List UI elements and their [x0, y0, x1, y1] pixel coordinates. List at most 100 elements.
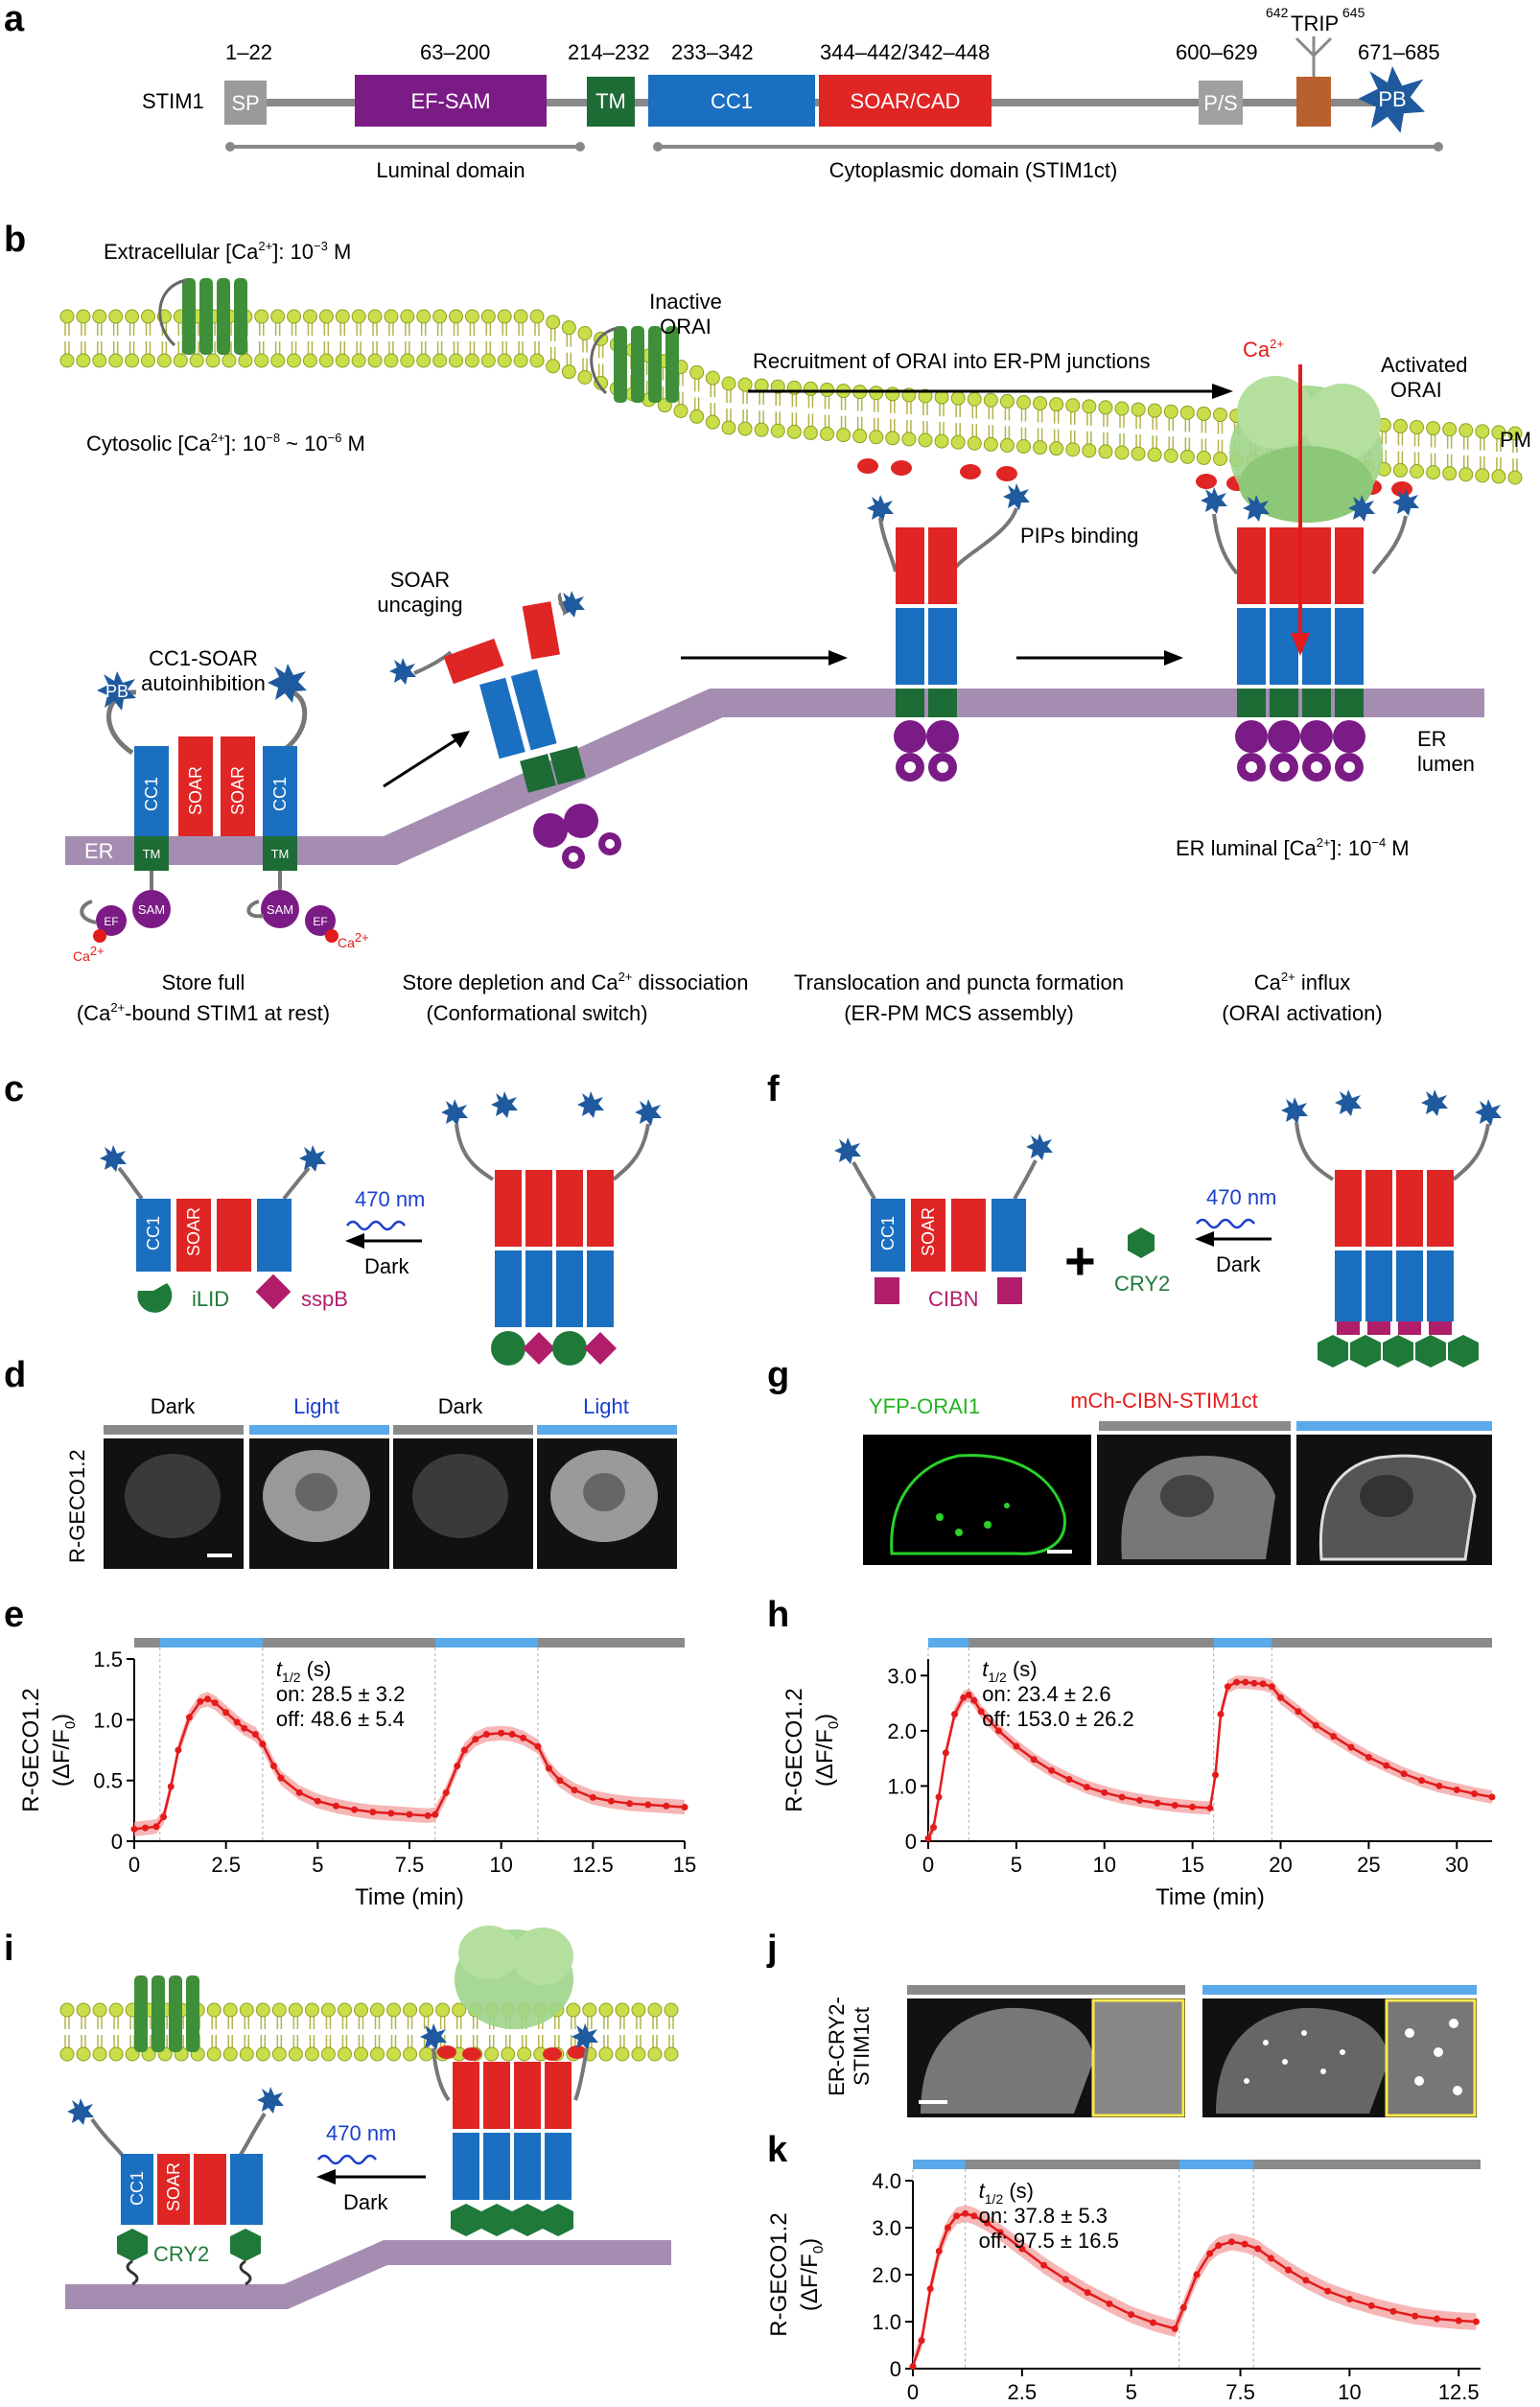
panel-label-i: i — [4, 1928, 14, 1969]
column-label-3: Dark — [438, 1394, 483, 1418]
stim1-translocated — [867, 483, 1030, 782]
data-point — [1418, 1777, 1425, 1785]
data-point — [314, 1797, 321, 1805]
data-point — [1268, 1683, 1275, 1691]
plus-sign: + — [1064, 1230, 1096, 1291]
data-point — [508, 1731, 516, 1739]
error-band — [134, 1692, 685, 1836]
data-point — [482, 1731, 490, 1739]
data-point — [277, 1774, 285, 1782]
data-point — [918, 2337, 925, 2345]
data-point — [1347, 1743, 1355, 1751]
data-point — [1212, 1771, 1220, 1779]
y-axis-label-units: (ΔF/F0) — [797, 2238, 827, 2311]
data-point — [1013, 1742, 1020, 1750]
er-membrane-b — [65, 689, 1484, 865]
cc1-label-f: CC1 — [878, 1216, 898, 1250]
x-tick-label: 10 — [1093, 1853, 1116, 1877]
data-point — [589, 1793, 596, 1801]
t-half-on: on: 28.5 ± 3.2 — [276, 1682, 405, 1706]
panel-label-e: e — [4, 1595, 24, 1635]
x-tick-label: 0 — [922, 1853, 934, 1877]
y-tick-label: 2.0 — [887, 1719, 917, 1743]
soar-uncaging-label-1: SOAR — [390, 568, 450, 592]
soar-label-c: SOAR — [184, 1207, 203, 1256]
data-point — [935, 2248, 943, 2255]
data-point — [1106, 2300, 1113, 2307]
data-point — [1136, 1796, 1143, 1804]
panel-label-d: d — [4, 1355, 26, 1395]
er-luminal-ca-label: ER luminal [Ca2+]: 10−4 M — [1176, 835, 1410, 860]
data-point — [160, 1813, 168, 1821]
data-point — [909, 2363, 917, 2371]
cc1-label-b-right: CC1 — [270, 777, 290, 811]
data-point — [1128, 2311, 1135, 2319]
panel-label-h: h — [767, 1595, 789, 1635]
data-point — [1154, 1799, 1161, 1807]
y-tick-label: 0 — [890, 2357, 901, 2381]
inactive-orai-label-2: ORAI — [660, 315, 712, 339]
data-point — [951, 1711, 959, 1718]
stim1-domain-map: STIM1 1–22 63–200 214–232 233–342 344–44… — [142, 5, 1443, 182]
data-point — [1189, 1803, 1197, 1811]
range-label-soar: 344–442/342–448 — [820, 40, 990, 64]
t-half-on: on: 37.8 ± 5.3 — [979, 2204, 1108, 2228]
data-point — [1302, 2277, 1310, 2284]
panel-label-c: c — [4, 1069, 24, 1110]
y-tick-label: 0 — [905, 1830, 917, 1854]
y-axis-label-units: (ΔF/F0) — [812, 1714, 842, 1787]
stim-dark-bar — [134, 1638, 685, 1648]
x-tick-label: 30 — [1445, 1853, 1468, 1877]
luminal-domain-label: Luminal domain — [376, 158, 525, 182]
data-point — [1030, 1756, 1038, 1764]
data-point — [607, 1797, 615, 1805]
t-half-off: off: 153.0 ± 26.2 — [982, 1707, 1133, 1731]
data-point — [626, 1800, 634, 1808]
x-tick-label: 20 — [1269, 1853, 1292, 1877]
data-point — [545, 1764, 552, 1772]
domain-label-efsam: EF-SAM — [410, 89, 490, 113]
trip-pre-label: 642 — [1266, 5, 1289, 20]
domain-box-cc1 — [648, 75, 815, 127]
cytoplasmic-domain-label: Cytoplasmic domain (STIM1ct) — [829, 158, 1118, 182]
data-point — [962, 2209, 969, 2217]
trip-mid-label: TRIP — [1291, 12, 1339, 35]
data-point — [185, 1714, 193, 1721]
data-point — [935, 1793, 943, 1801]
panel-label-f: f — [767, 1069, 780, 1110]
pips-binding-label: PIPs binding — [1020, 524, 1139, 548]
domain-box-efsam — [355, 75, 547, 127]
cc1-soar-label-2: autoinhibition — [141, 671, 266, 695]
panel-g-images: YFP-ORAI1 mCh-CIBN-STIM1ct — [863, 1389, 1492, 1565]
dark-label-c: Dark — [364, 1254, 409, 1278]
sspb-label: sspB — [301, 1287, 348, 1311]
data-point — [1453, 1786, 1460, 1793]
x-tick-label: 5 — [312, 1853, 323, 1877]
y-axis-label: R-GECO1.2 — [766, 2212, 792, 2336]
y-axis-label-units: (ΔF/F0) — [49, 1714, 79, 1787]
domain-box-soar — [819, 75, 992, 127]
y-axis-label: R-GECO1.2 — [782, 1688, 807, 1811]
panel-j-images: ER-CRY2- STIM1ct — [825, 1985, 1477, 2117]
data-point — [1472, 2318, 1480, 2325]
wavelength-label-i: 470 nm — [326, 2121, 396, 2145]
tm-label-b-right: TM — [271, 847, 290, 861]
mch-cibn-label: mCh-CIBN-STIM1ct — [1070, 1389, 1258, 1413]
data-point — [1206, 1804, 1214, 1811]
data-point — [930, 1824, 938, 1832]
data-point — [1171, 1802, 1178, 1810]
data-point — [175, 1746, 182, 1754]
x-tick-label: 5 — [1011, 1853, 1022, 1877]
activated-orai-label-1: Activated — [1381, 353, 1468, 377]
panel-label-g: g — [767, 1355, 789, 1395]
data-point — [1295, 1708, 1302, 1716]
ef-label-b-left: EF — [104, 915, 118, 928]
stim-light-bar-0 — [159, 1638, 263, 1648]
range-label-cc1: 233–342 — [671, 40, 754, 64]
data-point — [141, 1824, 149, 1832]
data-point — [995, 1727, 1002, 1735]
stim-dark-bar — [928, 1638, 1492, 1648]
data-point — [351, 1806, 359, 1813]
er-cry2-label-2: STIM1ct — [850, 2007, 874, 2086]
